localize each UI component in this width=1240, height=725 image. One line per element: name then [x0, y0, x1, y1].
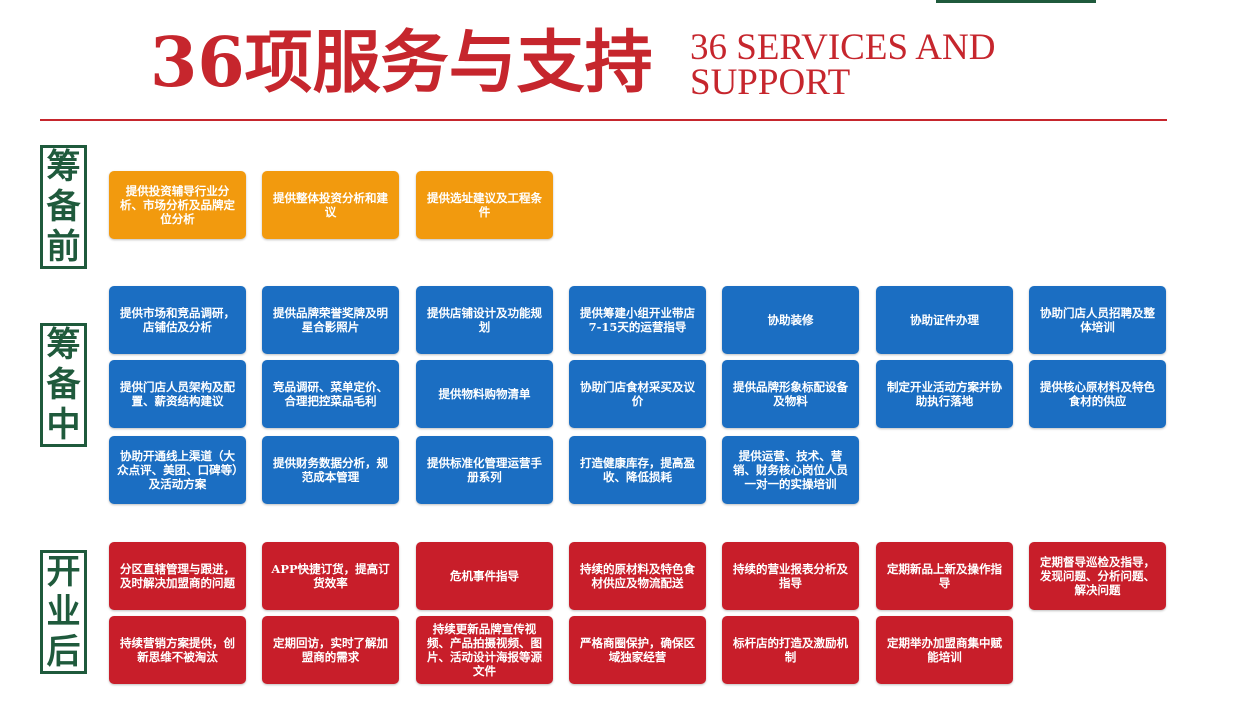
service-item-during-4: 提供筹建小组开业带店7-15天的运营指导: [569, 286, 706, 354]
service-item-during-11: 协助门店食材采买及议价: [569, 360, 706, 428]
service-item-during-14: 提供核心原材料及特色食材的供应: [1029, 360, 1166, 428]
service-item-during-8: 提供门店人员架构及配置、薪资结构建议: [109, 360, 246, 428]
service-item-during-3: 提供店铺设计及功能规划: [416, 286, 553, 354]
service-item-during-16: 提供财务数据分析，规范成本管理: [262, 436, 399, 504]
service-item-during-9: 竞品调研、菜单定价、合理把控菜品毛利: [262, 360, 399, 428]
service-item-after-3: 危机事件指导: [416, 542, 553, 610]
service-item-during-13: 制定开业活动方案并协助执行落地: [876, 360, 1013, 428]
page-title: 36项服务与支持: [150, 23, 653, 103]
stage-label-char: 业: [46, 592, 81, 632]
title-english-line2: SUPPORT: [690, 62, 851, 103]
stage-label-char: 筹: [46, 325, 81, 365]
service-item-during-19: 提供运营、技术、营销、财务核心岗位人员一对一的实操培训: [722, 436, 859, 504]
stage-label-during: 筹 备 中: [40, 323, 87, 447]
service-item-during-18: 打造健康库存，提高盈收、降低损耗: [569, 436, 706, 504]
service-item-during-5: 协助装修: [722, 286, 859, 354]
service-item-after-11: 严格商圈保护，确保区域独家经营: [569, 616, 706, 684]
title-english-line1: 36 SERVICES AND: [690, 27, 996, 68]
stage-label-char: 备: [46, 365, 81, 405]
stage-label-char: 筹: [46, 147, 81, 187]
service-item-during-2: 提供品牌荣誉奖牌及明星合影照片: [262, 286, 399, 354]
service-item-before-1: 提供投资辅导行业分析、市场分析及品牌定位分析: [109, 171, 246, 239]
stage-label-after: 开 业 后: [40, 550, 87, 674]
header-divider: [40, 119, 1167, 121]
service-item-after-1: 分区直辖管理与跟进，及时解决加盟商的问题: [109, 542, 246, 610]
stage-label-before: 筹 备 前: [40, 145, 87, 269]
service-item-after-12: 标杆店的打造及激励机制: [722, 616, 859, 684]
stage-label-char: 开: [46, 552, 81, 592]
service-item-after-2: APP快捷订货，提高订货效率: [262, 542, 399, 610]
service-item-before-2: 提供整体投资分析和建议: [262, 171, 399, 239]
service-item-after-6: 定期新品上新及操作指导: [876, 542, 1013, 610]
service-item-during-7: 协助门店人员招聘及整体培训: [1029, 286, 1166, 354]
service-item-after-9: 定期回访，实时了解加盟商的需求: [262, 616, 399, 684]
service-item-during-15: 协助开通线上渠道（大众点评、美团、口碑等）及活动方案: [109, 436, 246, 504]
service-item-during-10: 提供物料购物清单: [416, 360, 553, 428]
service-item-after-10: 持续更新品牌宣传视频、产品拍摄视频、图片、活动设计海报等源文件: [416, 616, 553, 684]
top-decoration-strip: [936, 0, 1096, 3]
service-item-during-6: 协助证件办理: [876, 286, 1013, 354]
service-item-after-4: 持续的原材料及特色食材供应及物流配送: [569, 542, 706, 610]
page-title-english: 36 SERVICES AND SUPPORT: [690, 27, 1110, 103]
stage-label-char: 备: [46, 187, 81, 227]
stage-label-char: 中: [46, 405, 81, 445]
service-item-during-12: 提供品牌形象标配设备及物料: [722, 360, 859, 428]
service-item-during-17: 提供标准化管理运营手册系列: [416, 436, 553, 504]
service-item-after-8: 持续营销方案提供，创新思维不被淘汰: [109, 616, 246, 684]
service-item-before-3: 提供选址建议及工程条件: [416, 171, 553, 239]
stage-label-char: 前: [46, 227, 81, 267]
service-item-after-7: 定期督导巡检及指导，发现问题、分析问题、解决问题: [1029, 542, 1166, 610]
service-item-after-5: 持续的营业报表分析及指导: [722, 542, 859, 610]
stage-label-char: 后: [46, 632, 81, 672]
service-item-during-1: 提供市场和竞品调研，店铺估及分析: [109, 286, 246, 354]
service-item-after-13: 定期举办加盟商集中赋能培训: [876, 616, 1013, 684]
